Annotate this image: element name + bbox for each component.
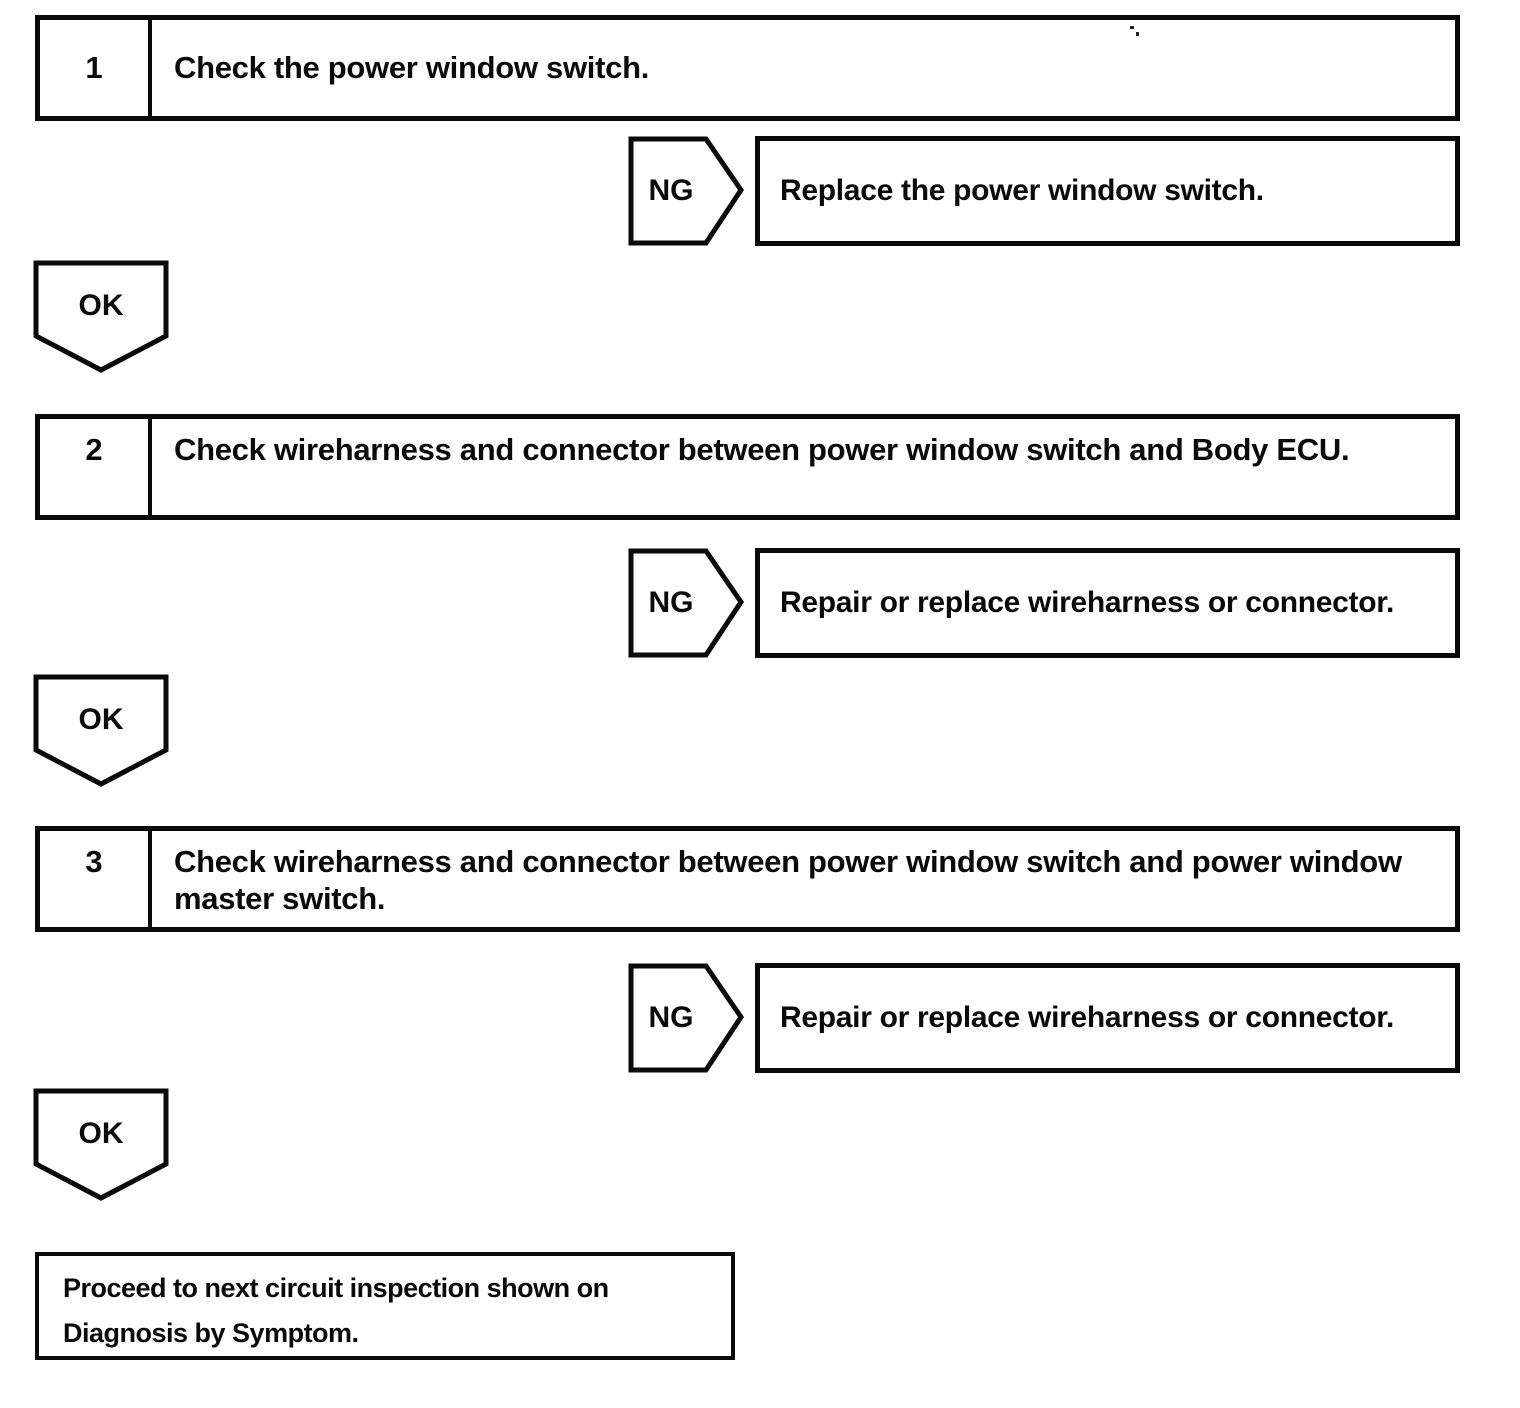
scan-artifact [1130,26,1134,29]
ng-pentagon-icon [628,136,744,246]
ng-action-box-1: Replace the power window switch. [755,136,1460,246]
step-box-3: 3 Check wireharness and connector betwee… [35,826,1460,932]
final-line-1: Proceed to next circuit inspection shown… [63,1273,609,1303]
step-number-label: 1 [85,50,103,85]
step-box-1: 1 Check the power window switch. [35,15,1460,121]
final-instruction-box: Proceed to next circuit inspection shown… [35,1252,735,1360]
ng-row-3: NG Repair or replace wireharness or conn… [0,963,1520,1073]
ng-connector-2: NG [628,548,744,658]
step-2-instruction: Check wireharness and connector between … [174,432,1350,467]
ng-row-2: NG Repair or replace wireharness or conn… [0,548,1520,658]
step-3-number: 3 [40,831,152,927]
ok-label: OK [78,703,124,736]
ng-pentagon-icon [628,963,744,1073]
ok-shield-icon [33,1088,169,1201]
final-line-2: Diagnosis by Symptom. [63,1318,359,1348]
step-2-number: 2 [40,419,152,515]
ng-connector-3: NG [628,963,744,1073]
ng-label: NG [648,174,694,207]
ng-label: NG [648,1001,694,1034]
ok-connector-1: OK [33,260,169,374]
ng-action-box-3: Repair or replace wireharness or connect… [755,963,1460,1073]
scan-artifact [1136,32,1139,36]
ng-action-box-2: Repair or replace wireharness or connect… [755,548,1460,658]
ng-action-text: Repair or replace wireharness or connect… [780,586,1395,619]
step-3-instruction: Check wireharness and connector between … [174,844,1402,916]
ng-connector-1: NG [628,136,744,246]
ng-pentagon-icon [628,548,744,658]
ok-connector-2: OK [33,674,169,788]
step-box-2: 2 Check wireharness and connector betwee… [35,414,1460,520]
ok-shield-icon [33,260,169,373]
step-number-label: 3 [85,844,103,879]
ok-connector-3: OK [33,1088,169,1202]
ng-action-text: Replace the power window switch. [780,174,1264,207]
ok-label: OK [78,289,124,322]
ok-label: OK [78,1117,124,1150]
step-number-label: 2 [85,432,103,467]
ng-label: NG [648,586,694,619]
ng-row-1: NG Replace the power window switch. [0,136,1520,246]
step-1-instruction: Check the power window switch. [174,50,650,85]
ok-shield-icon [33,674,169,787]
step-1-number: 1 [40,20,152,116]
ng-action-text: Repair or replace wireharness or connect… [780,1001,1395,1034]
